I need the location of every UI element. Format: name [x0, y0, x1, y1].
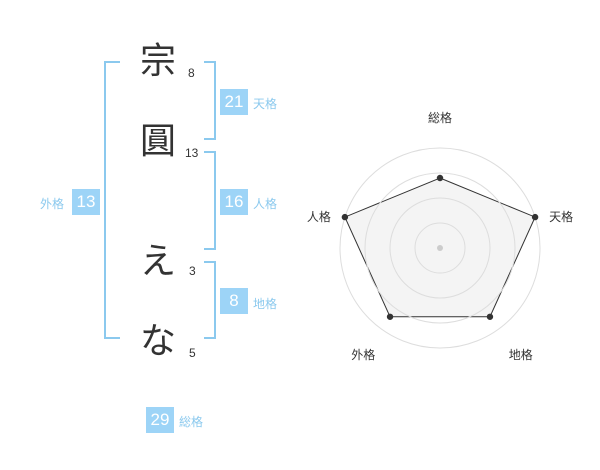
jinkaku-bracket	[204, 151, 216, 250]
tenkaku-bracket	[204, 61, 216, 140]
stroke-count-3: 3	[189, 264, 196, 278]
radar-point	[341, 213, 349, 221]
jinkaku-label: 人格	[253, 197, 278, 211]
radar-axis-label: 地格	[509, 347, 533, 362]
radar-axis-label: 外格	[351, 347, 375, 362]
gaikaku-bracket	[104, 61, 120, 339]
tenkaku-label: 天格	[253, 97, 278, 111]
radar-point	[436, 174, 444, 182]
name-char-2: 圓	[139, 121, 176, 162]
gaikaku-value: 13	[72, 189, 100, 215]
soukaku-value: 29	[146, 407, 174, 433]
stroke-count-2: 13	[185, 146, 199, 160]
radar-axis-label: 天格	[549, 209, 573, 224]
name-char-4: な	[139, 321, 176, 362]
tenkaku-value: 21	[220, 89, 248, 115]
radar-center	[437, 245, 443, 251]
name-char-1: 宗	[139, 41, 176, 82]
soukaku-label: 総格	[179, 415, 204, 429]
radar-point	[486, 313, 494, 320]
chikaku-bracket	[204, 261, 216, 339]
radar-axis-label: 人格	[307, 209, 331, 224]
radar-ring-inner	[364, 172, 516, 324]
radar-point	[386, 313, 394, 320]
gaikaku-label: 外格	[40, 197, 65, 211]
radar-ring-inner	[414, 222, 466, 274]
radar-ring-inner	[389, 197, 491, 299]
jinkaku-value: 16	[220, 189, 248, 215]
stroke-count-1: 8	[188, 66, 195, 80]
chikaku-label: 地格	[253, 297, 278, 311]
radar-point	[531, 213, 539, 221]
radar-axis-label: 総格	[428, 110, 452, 125]
stroke-count-4: 5	[189, 346, 196, 360]
chikaku-value: 8	[220, 288, 248, 314]
name-char-3: え	[139, 241, 176, 282]
